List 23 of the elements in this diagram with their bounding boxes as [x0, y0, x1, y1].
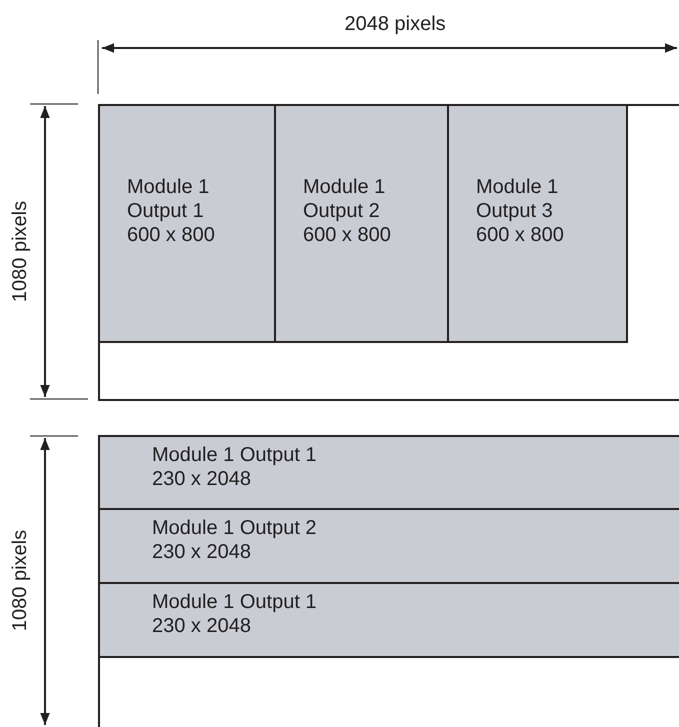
- output-region: [447, 104, 628, 343]
- output-region: [98, 104, 276, 343]
- module-label: 230 x 2048: [152, 540, 251, 564]
- module-label: Module 1 Output 1: [127, 175, 210, 223]
- module-label: Module 1 Output 1: [152, 590, 317, 614]
- screen-frame: [98, 104, 679, 401]
- output-band: [98, 582, 679, 658]
- output-band: [98, 435, 679, 510]
- output-region: [274, 104, 449, 343]
- output-band: [98, 508, 679, 584]
- module-label: Module 1 Output 2: [303, 175, 386, 223]
- dimension-label: 1080 pixels: [8, 529, 32, 631]
- module-label: 600 x 800: [127, 223, 215, 247]
- dimension-label: 2048 pixels: [344, 13, 446, 36]
- screen-frame: [98, 435, 679, 727]
- module-label: Module 1 Output 2: [152, 516, 317, 540]
- module-label: 230 x 2048: [152, 614, 251, 638]
- module-label: Module 1 Output 1: [152, 443, 317, 467]
- module-label: 230 x 2048: [152, 467, 251, 491]
- dimension-label: 1080 pixels: [8, 200, 32, 302]
- module-label: Module 1 Output 3: [476, 175, 560, 223]
- module-label: 600 x 800: [476, 223, 564, 247]
- module-label: 600 x 800: [303, 223, 391, 247]
